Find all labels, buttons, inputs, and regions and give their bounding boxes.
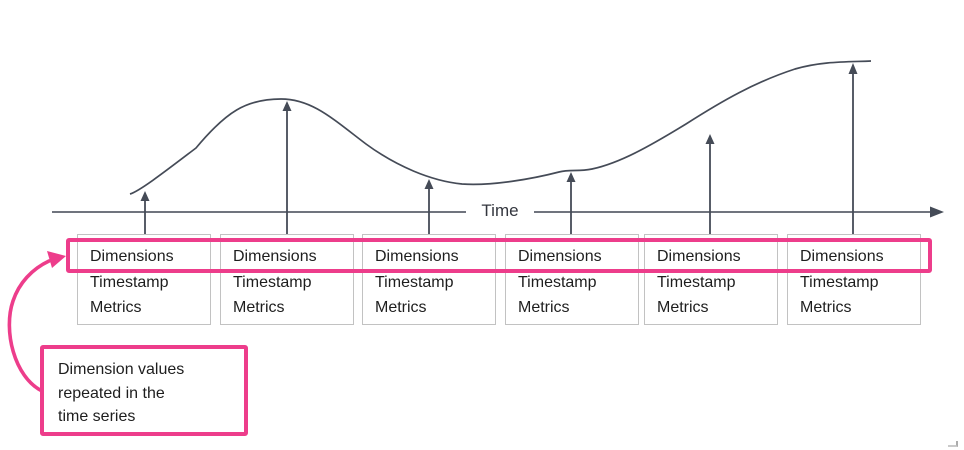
record-field-dimensions: Dimensions xyxy=(518,248,602,265)
corner-artifact xyxy=(948,441,958,447)
record-box-3: Dimensions Timestamp Metrics xyxy=(362,234,496,325)
value-arrow-1 xyxy=(140,191,150,236)
value-arrow-3 xyxy=(424,179,434,236)
record-field-timestamp: Timestamp xyxy=(518,273,597,291)
record-field-metrics: Metrics xyxy=(518,299,570,316)
record-field-timestamp: Timestamp xyxy=(90,273,169,291)
record-field-timestamp: Timestamp xyxy=(657,273,736,291)
record-field-dimensions: Dimensions xyxy=(375,248,459,265)
record-field-dimensions: Dimensions xyxy=(657,248,741,265)
value-arrow-6 xyxy=(848,63,858,236)
callout-arrow xyxy=(7,251,66,393)
record-field-metrics: Metrics xyxy=(375,299,427,316)
callout-text-line: Dimension values xyxy=(58,361,185,378)
record-field-dimensions: Dimensions xyxy=(800,248,884,265)
record-box-1: Dimensions Timestamp Metrics xyxy=(77,234,211,325)
callout-text-line: time series xyxy=(58,408,136,425)
record-field-metrics: Metrics xyxy=(233,299,285,316)
record-field-metrics: Metrics xyxy=(800,299,852,316)
record-field-dimensions: Dimensions xyxy=(233,248,317,265)
value-arrow-4 xyxy=(566,172,576,236)
record-field-metrics: Metrics xyxy=(90,299,142,316)
record-field-timestamp: Timestamp xyxy=(233,273,312,291)
callout-box: Dimension values repeated in the time se… xyxy=(40,345,248,436)
record-field-timestamp: Timestamp xyxy=(800,273,879,291)
value-arrow-2 xyxy=(282,101,292,236)
record-field-dimensions: Dimensions xyxy=(90,248,174,265)
dimensions-row-highlight xyxy=(66,238,932,273)
record-box-2: Dimensions Timestamp Metrics xyxy=(220,234,354,325)
record-box-5: Dimensions Timestamp Metrics xyxy=(644,234,778,325)
time-axis-label: Time xyxy=(468,201,532,221)
value-arrow-5 xyxy=(705,134,715,236)
time-axis xyxy=(52,206,944,218)
record-field-timestamp: Timestamp xyxy=(375,273,454,291)
record-field-metrics: Metrics xyxy=(657,299,709,316)
time-axis-arrowhead xyxy=(930,206,944,218)
record-box-6: Dimensions Timestamp Metrics xyxy=(787,234,921,325)
timeseries-curve xyxy=(129,60,872,195)
record-box-4: Dimensions Timestamp Metrics xyxy=(505,234,639,325)
callout-text-line: repeated in the xyxy=(58,384,165,402)
